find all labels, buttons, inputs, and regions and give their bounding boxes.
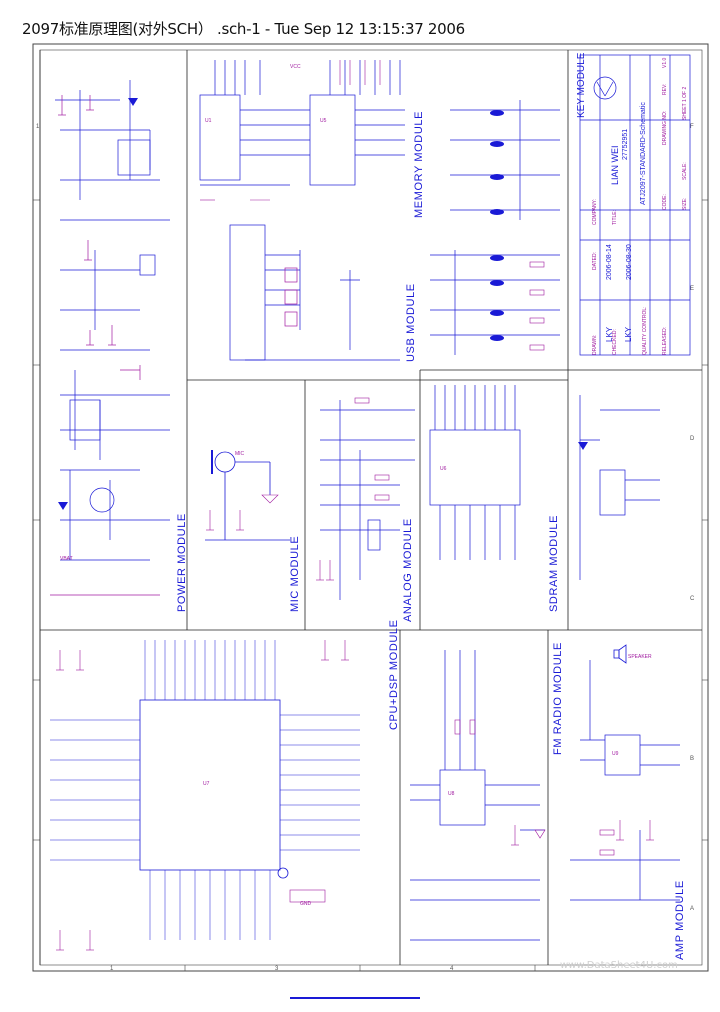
sdram-module-title: SDRAM MODULE bbox=[548, 515, 560, 612]
tb-checked-by: LKY bbox=[624, 326, 633, 342]
label-u1: U1 bbox=[205, 118, 212, 124]
mic-module-title: MIC MODULE bbox=[289, 536, 301, 612]
mic-module-parts bbox=[206, 494, 279, 531]
tb-field-rev: REV: bbox=[662, 84, 668, 95]
label-gnd: GND bbox=[300, 901, 312, 907]
usb-module-circuit bbox=[229, 224, 400, 361]
tb-drawn-by: LKY bbox=[605, 326, 614, 342]
label-u9: U9 bbox=[612, 751, 619, 757]
frame-row-f-left: 1 bbox=[36, 124, 40, 130]
memory-module-circuit bbox=[199, 60, 405, 186]
sdram-right-circuit bbox=[579, 395, 660, 580]
label-vbat: VBAT bbox=[60, 556, 73, 562]
power-module-title: POWER MODULE bbox=[176, 513, 188, 612]
watermark: www.DataSheet4U.com bbox=[560, 960, 678, 971]
tb-date1: 2006-08-14 bbox=[606, 244, 613, 280]
page-title: 2097标准原理图(对外SCH） .sch-1 - Tue Sep 12 13:… bbox=[22, 20, 465, 38]
fm-parts bbox=[454, 719, 546, 846]
usb-tvs bbox=[284, 267, 298, 327]
cpu-pins-bottom bbox=[149, 870, 271, 940]
frame-row-b: B bbox=[690, 756, 694, 762]
fm-module-title: FM RADIO MODULE bbox=[552, 642, 564, 755]
cpu-module-circuit bbox=[139, 699, 289, 879]
tb-rev-value: V1.0 bbox=[662, 57, 668, 68]
frame-col-3: 4 bbox=[450, 966, 454, 972]
memory-module-labels bbox=[200, 60, 381, 201]
tb-company: LIAN WEI bbox=[610, 145, 620, 185]
cpu-pins-top bbox=[144, 640, 276, 700]
frame-row-f: F bbox=[690, 124, 694, 130]
frame-col-2: 3 bbox=[275, 966, 279, 972]
cpu-pins-left bbox=[50, 719, 140, 861]
tb-field-size: SIZE: bbox=[682, 197, 688, 210]
analog-module-parts bbox=[316, 397, 390, 581]
module-dividers bbox=[39, 50, 702, 965]
tb-field-drawn: DRAWN: bbox=[592, 335, 598, 355]
tb-doc-title: ATJ2097-STANDARD-Schematic bbox=[640, 102, 647, 205]
analog-module-circuit bbox=[320, 400, 415, 600]
analog-module-title: ANALOG MODULE bbox=[402, 518, 414, 622]
frame-row-c: C bbox=[690, 596, 695, 602]
power-module-parts bbox=[50, 95, 160, 596]
frame-row-a: A bbox=[690, 906, 694, 912]
power-diodes bbox=[58, 98, 138, 510]
tb-field-release: RELEASED: bbox=[662, 327, 668, 355]
speaker-icon bbox=[613, 644, 627, 664]
label-vcc: VCC bbox=[290, 64, 301, 70]
fm-module-circuit bbox=[410, 650, 545, 941]
footer-line bbox=[290, 997, 420, 999]
tb-field-drawing-no: DRAWING NO: bbox=[662, 111, 668, 145]
cpu-module-title: CPU+DSP MODULE bbox=[388, 619, 400, 730]
frame-ticks bbox=[33, 199, 708, 971]
frame-row-e: E bbox=[690, 286, 694, 292]
frame-col-1: 1 bbox=[110, 966, 114, 972]
key-resistors bbox=[529, 261, 545, 351]
key-switches bbox=[490, 110, 504, 341]
tb-sheet: SHEET 1 OF 2 bbox=[682, 87, 688, 120]
amp-parts bbox=[599, 820, 654, 856]
amp-module-circuit bbox=[570, 660, 680, 901]
mic-module-circuit bbox=[205, 450, 290, 541]
cpu-side-parts bbox=[56, 640, 349, 951]
outer-frame bbox=[32, 43, 709, 972]
tb-field-company: COMPANY: bbox=[592, 199, 598, 225]
key-module-circuit bbox=[430, 100, 560, 355]
power-module-circuit bbox=[55, 80, 170, 561]
sdram-module-circuit bbox=[429, 385, 521, 560]
tb-field-title: TITLE: bbox=[612, 210, 618, 225]
label-u6: U6 bbox=[440, 466, 447, 472]
cpu-pins-right bbox=[280, 714, 360, 851]
label-u5: U5 bbox=[320, 118, 327, 124]
frame-row-d: D bbox=[690, 436, 695, 442]
label-u8: U8 bbox=[448, 791, 455, 797]
title-block bbox=[579, 54, 691, 356]
tb-date2: 2006-08-30 bbox=[626, 244, 633, 280]
tb-field-dated: DATED: bbox=[592, 252, 598, 270]
tb-tel: 27752951 bbox=[622, 129, 629, 160]
label-speaker: SPEAKER bbox=[628, 654, 652, 660]
tb-field-scale: SCALE: bbox=[682, 162, 688, 180]
sdram-diode bbox=[578, 442, 588, 450]
label-mic: MIC bbox=[235, 451, 245, 457]
tb-field-checked: CHECKED: bbox=[612, 329, 618, 355]
tb-field-quality: QUALITY CONTROL: bbox=[642, 306, 648, 355]
tb-field-code: CODE: bbox=[662, 194, 668, 210]
usb-module-title: USB MODULE bbox=[405, 283, 417, 362]
memory-module-title: MEMORY MODULE bbox=[413, 111, 425, 218]
amp-module-title: AMP MODULE bbox=[674, 880, 686, 960]
inner-frame bbox=[39, 49, 703, 966]
label-u7: U7 bbox=[203, 781, 210, 787]
tb-key-module: KEY MODULE bbox=[576, 52, 587, 118]
